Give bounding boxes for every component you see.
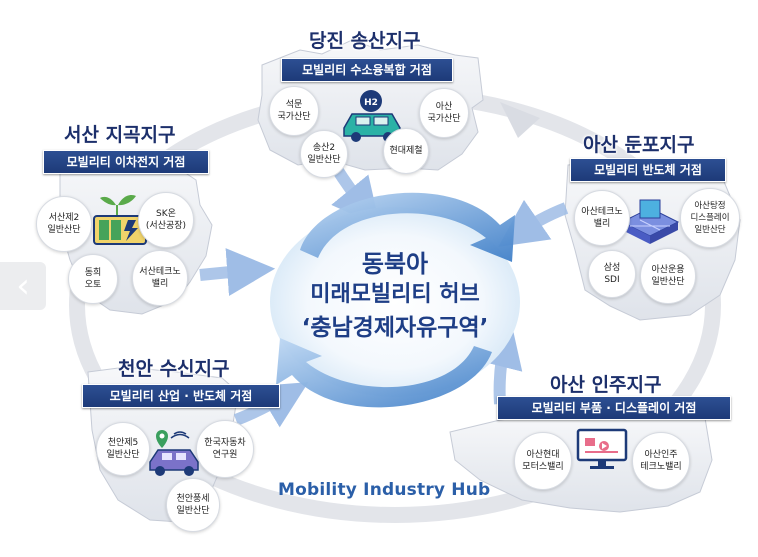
site-bubble: 아산탕정 디스플레이 일반산단: [680, 188, 740, 248]
site-bubble: 아산 국가산단: [419, 88, 469, 138]
site-bubble: 송산2 일반산단: [300, 130, 348, 178]
svg-text:H2: H2: [364, 98, 378, 108]
district-banner-asan-inju: 모빌리티 부품 · 디스플레이 거점: [497, 396, 731, 420]
previous-slide-button[interactable]: ‹: [0, 262, 46, 310]
district-banner-asan-dunpo: 모빌리티 반도체 거점: [570, 158, 726, 182]
site-bubble: 아산인주 테크노밸리: [632, 432, 690, 490]
site-bubble: 천안제5 일반산단: [96, 422, 150, 476]
site-bubble: 서산제2 일반산단: [36, 196, 92, 252]
hydrogen-car-icon: H2: [343, 90, 401, 142]
center-hub: 동북아 미래모빌리티 허브 ‘충남경제자유구역’: [268, 244, 522, 364]
center-glow: [270, 207, 520, 397]
chevron-left-icon: ‹: [16, 266, 30, 306]
ring-arrow-top-right: [500, 102, 540, 138]
site-bubble: 아산현대 모터스밸리: [514, 432, 572, 490]
site-bubble: 한국자동차 연구원: [196, 420, 254, 478]
center-title-line3: ‘충남경제자유구역’: [301, 315, 489, 341]
district-banner-cheonan: 모빌리티 산업 · 반도체 거점: [82, 384, 280, 408]
display-monitor-icon: [576, 428, 628, 469]
site-bubble: 아산운용 일반산단: [640, 248, 696, 304]
arrow-asan-dunpo: [498, 199, 569, 247]
connected-car-icon: [149, 430, 199, 476]
site-bubble: 현대제철: [383, 128, 429, 174]
site-bubble: SK온 (서산공장): [138, 192, 194, 248]
site-bubble: 석문 국가산단: [269, 86, 319, 136]
site-bubble: 동희 오토: [68, 254, 118, 304]
district-title-seosan: 서산 지곡지구: [64, 124, 176, 146]
swirl-upper: [300, 192, 515, 262]
district-banner-seosan: 모빌리티 이차전지 거점: [43, 150, 209, 174]
site-bubble: 천안풍세 일반산단: [166, 478, 220, 532]
site-bubble: 삼성 SDI: [588, 250, 636, 298]
semiconductor-chip-icon: [620, 199, 680, 244]
arrow-cheonan: [233, 382, 309, 428]
center-title-line2: 미래모빌리티 허브: [310, 282, 480, 307]
site-bubble: 아산테크노 밸리: [574, 190, 630, 246]
site-bubble: 서산테크노 밸리: [132, 250, 188, 306]
center-title-line1: 동북아: [361, 250, 429, 278]
district-title-asan-dunpo: 아산 둔포지구: [583, 134, 695, 156]
district-banner-dangjin: 모빌리티 수소융복합 거점: [281, 58, 453, 82]
swirl-lower: [276, 338, 492, 408]
district-title-cheonan: 천안 수신지구: [118, 358, 230, 380]
arrow-seosan: [199, 248, 276, 296]
district-title-asan-inju: 아산 인주지구: [550, 374, 662, 396]
mobility-hub-label: Mobility Industry Hub: [278, 480, 491, 500]
district-title-dangjin: 당진 송산지구: [309, 30, 421, 52]
